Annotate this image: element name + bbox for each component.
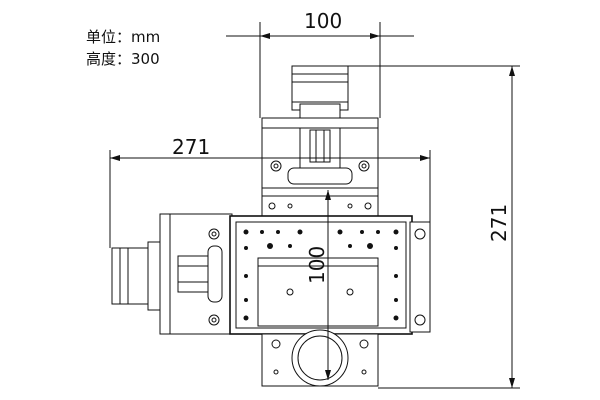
- unit-label: 单位：mm: [86, 28, 161, 46]
- dim-top-width: 100: [304, 9, 342, 33]
- top-bearing-block: [261, 117, 379, 191]
- left-bearing-block: [159, 213, 233, 335]
- dim-left-width: 271: [172, 135, 210, 159]
- dim-center-travel: 100: [305, 246, 329, 284]
- top-motor: [291, 65, 349, 119]
- main-table: [229, 215, 431, 335]
- bottom-dial: [261, 329, 379, 387]
- dim-right-height: 271: [487, 204, 511, 242]
- height-label: 高度：300: [86, 50, 160, 68]
- mounting-holes: [243, 229, 399, 321]
- upper-carriage: [261, 187, 379, 219]
- left-motor: [111, 241, 163, 311]
- dimension-lines: [109, 22, 520, 389]
